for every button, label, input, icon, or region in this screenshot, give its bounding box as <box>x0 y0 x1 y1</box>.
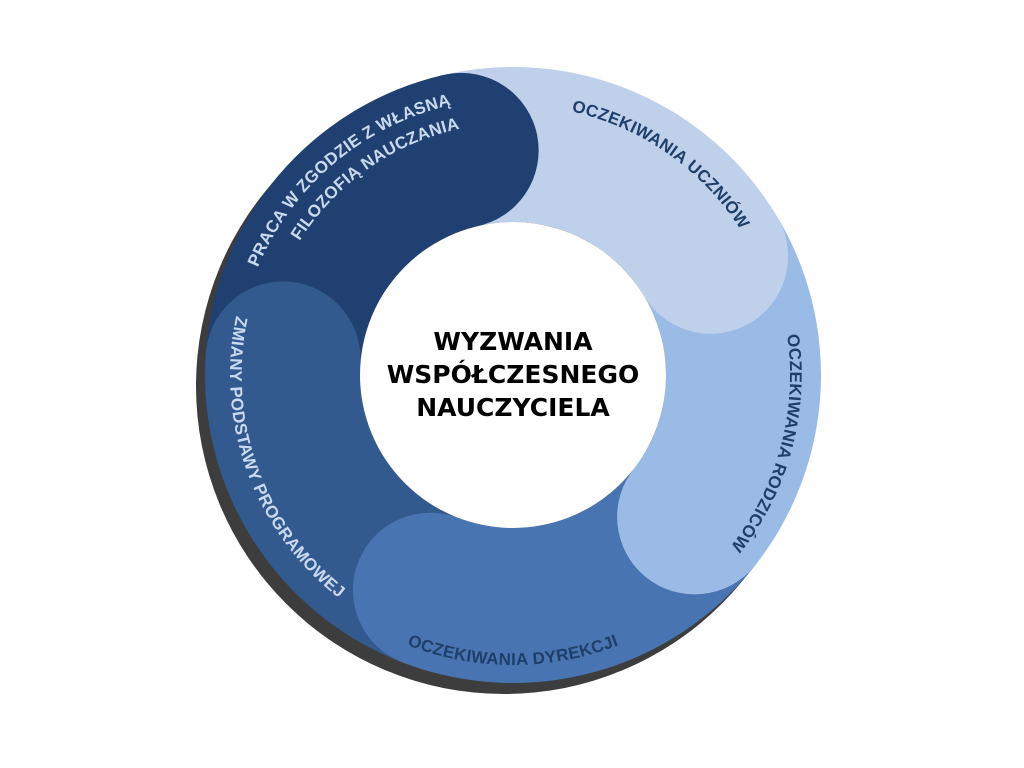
center-title-line3: NAUCZYCIELA <box>416 393 610 422</box>
segment-cap-management <box>352 512 508 668</box>
segment-cap-curriculum <box>205 281 361 437</box>
segment-cap-parents <box>617 439 773 595</box>
center-title-line1: WYZWANIA <box>433 327 593 356</box>
segment-cap-students <box>633 178 789 334</box>
center-title-line2: WSPÓŁCZESNEGO <box>387 359 640 389</box>
segment-cap-philosophy <box>383 72 539 228</box>
center-circle <box>360 222 666 528</box>
center-title: WYZWANIA WSPÓŁCZESNEGO NAUCZYCIELA <box>387 327 640 422</box>
